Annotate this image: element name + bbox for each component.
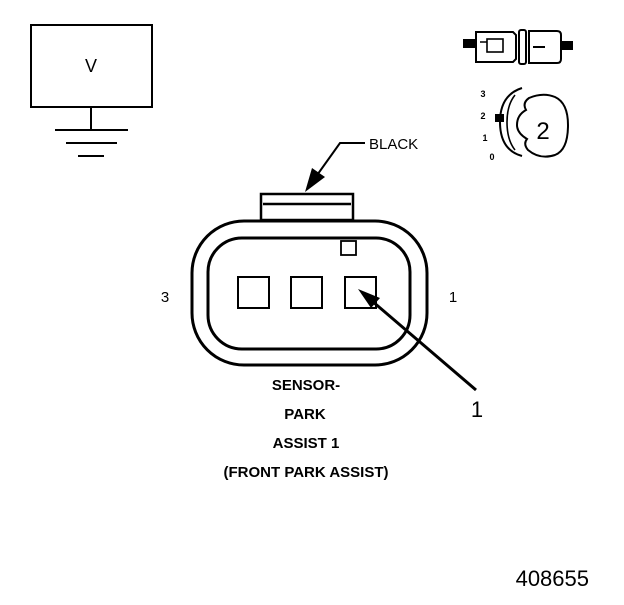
callout-arrowhead-icon [358, 289, 380, 308]
key-position-1: 1 [482, 133, 487, 143]
connector-face [190, 192, 429, 367]
caption-line-4: (FRONT PARK ASSIST) [224, 464, 389, 481]
pin-1-key [340, 240, 357, 256]
key-inset: 3 2 1 0 2 [480, 87, 570, 162]
color-callout: BLACK [305, 136, 418, 192]
color-leader-line [314, 142, 365, 179]
connector-outer-shell [190, 219, 429, 367]
ground-icon [55, 129, 128, 157]
callout-leader-line [371, 299, 477, 392]
pin-callout: 1 [358, 289, 483, 422]
pin-label-left: 3 [161, 289, 169, 306]
cavity-pin-2 [290, 276, 323, 309]
caption: SENSOR- PARK ASSIST 1 (FRONT PARK ASSIST… [224, 377, 389, 481]
key-position-3: 3 [480, 89, 485, 99]
caption-line-3: ASSIST 1 [273, 435, 340, 452]
voltmeter-label: V [85, 56, 97, 76]
voltmeter-symbol: V [30, 24, 153, 157]
callout-number: 1 [471, 397, 483, 422]
key-position-0: 0 [489, 152, 494, 162]
connector-latch [259, 192, 355, 222]
caption-line-1: SENSOR- [272, 377, 340, 394]
key-position-2: 2 [480, 111, 485, 121]
connector-color-label: BLACK [369, 136, 418, 153]
caption-line-2: PARK [284, 406, 326, 423]
connector-inner-shell [206, 236, 412, 351]
connector-pair-icon [463, 29, 573, 65]
figure-id: 408655 [516, 566, 589, 591]
cavity-pin-3 [237, 276, 270, 309]
key-icon [495, 87, 570, 158]
cavity-pin-1 [344, 276, 377, 309]
key-number: 2 [536, 118, 549, 145]
pin-label-right: 1 [449, 289, 457, 306]
leader-arrowhead-icon [305, 168, 325, 192]
